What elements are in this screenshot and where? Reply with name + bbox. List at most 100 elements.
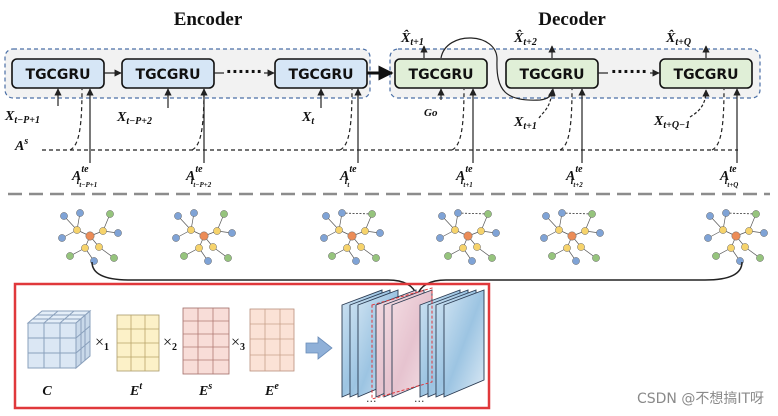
graph-snapshot-2 xyxy=(172,209,236,265)
graph-node xyxy=(228,229,236,237)
encoder-cell-2: TGCGRU xyxy=(121,58,215,89)
graph-node xyxy=(558,209,566,217)
graph-node xyxy=(719,226,727,234)
svg-text:Xt+Q−1: Xt+Q−1 xyxy=(653,114,690,131)
graph-node xyxy=(563,244,571,252)
svg-text:×2: ×2 xyxy=(163,334,177,353)
mode-product-3: ×3 xyxy=(231,334,245,353)
graph-node xyxy=(468,257,476,265)
graph-node xyxy=(224,254,232,262)
factor-matrix-ee xyxy=(249,308,295,372)
graph-node xyxy=(328,252,336,260)
graph-node xyxy=(187,226,195,234)
static-adjacency-label: As xyxy=(14,136,28,154)
temporal-adjacency-arrows xyxy=(86,88,741,163)
svg-text:TGCGRU: TGCGRU xyxy=(136,67,201,83)
encoder-cell-3: TGCGRU xyxy=(274,58,368,89)
encoder-input-arrows xyxy=(54,88,325,108)
graph-snapshot-4 xyxy=(436,209,500,265)
graph-node xyxy=(320,234,328,242)
graph-node xyxy=(204,257,212,265)
input-x-t: Xt xyxy=(301,110,315,127)
graph-node xyxy=(174,212,182,220)
graph-node xyxy=(190,209,198,217)
graph-node xyxy=(376,229,384,237)
input-x-tq-1: Xt+Q−1 xyxy=(653,114,690,131)
graph-node xyxy=(752,210,760,218)
decoder-input-arrow-1 xyxy=(538,89,556,119)
watermark: CSDN @不想搞IT呀 xyxy=(636,391,764,407)
svg-text:Xt+1: Xt+1 xyxy=(513,115,537,132)
graph-node xyxy=(220,210,228,218)
input-x-t-p1: Xt−P+1 xyxy=(4,109,40,126)
curly-brace xyxy=(91,261,743,299)
graph-node xyxy=(745,227,753,235)
graph-node xyxy=(756,254,764,262)
graph-node xyxy=(95,243,103,251)
graph-node xyxy=(727,244,735,252)
decoder-cell-3: TGCGRU xyxy=(659,58,753,89)
graph-node xyxy=(172,234,180,242)
input-x-t-p2: Xt−P+2 xyxy=(116,110,152,127)
decoder-cell-1: TGCGRU xyxy=(394,58,488,89)
graph-node xyxy=(110,254,118,262)
svg-text:TGCGRU: TGCGRU xyxy=(26,67,91,83)
graph-node xyxy=(731,231,741,241)
graph-node xyxy=(596,229,604,237)
svg-text:X̂t+Q: X̂t+Q xyxy=(665,29,691,48)
factor-matrix-es xyxy=(182,307,230,375)
adjacency-tensor-slices xyxy=(341,287,485,400)
svg-text:TGCGRU: TGCGRU xyxy=(674,67,739,83)
graph-node xyxy=(741,243,749,251)
input-x-t1: Xt+1 xyxy=(513,115,537,132)
slices-ellipsis-2: ... xyxy=(414,392,425,405)
graph-node xyxy=(335,226,343,234)
graph-snapshot-5 xyxy=(540,209,604,265)
graph-node xyxy=(760,229,768,237)
graph-node xyxy=(60,212,68,220)
graph-node xyxy=(361,227,369,235)
svg-text:TGCGRU: TGCGRU xyxy=(520,67,585,83)
decoder-ellipsis: ······ xyxy=(611,62,647,81)
graph-node xyxy=(473,243,481,251)
graph-node xyxy=(199,231,209,241)
graph-node xyxy=(436,234,444,242)
output-xhat-tq: X̂t+Q xyxy=(665,29,691,48)
svg-text:×1: ×1 xyxy=(95,334,109,353)
go-label: Go xyxy=(424,107,438,119)
factor-es-label: Es xyxy=(198,381,212,399)
svg-text:Xt−P+1: Xt−P+1 xyxy=(4,109,40,126)
decoder-input-arrow-2 xyxy=(689,89,710,118)
svg-text:Xt: Xt xyxy=(301,110,315,127)
graph-node xyxy=(209,243,217,251)
graph-node xyxy=(484,210,492,218)
graph-snapshots xyxy=(58,209,768,265)
mode-product-2: ×2 xyxy=(163,334,177,353)
result-arrow xyxy=(305,336,333,360)
tensor-decomposition-frame xyxy=(13,282,491,410)
graph-node xyxy=(704,234,712,242)
graph-node xyxy=(195,244,203,252)
graph-node xyxy=(99,227,107,235)
graph-node xyxy=(213,227,221,235)
graph-node xyxy=(347,231,357,241)
svg-text:Et: Et xyxy=(129,381,143,399)
core-tensor-cube xyxy=(26,309,92,370)
graph-node xyxy=(548,252,556,260)
encoder-ellipsis: ······ xyxy=(226,62,262,81)
mode-product-1: ×1 xyxy=(95,334,109,353)
factor-matrix-et xyxy=(116,314,160,372)
graph-node xyxy=(85,231,95,241)
svg-text:TGCGRU: TGCGRU xyxy=(409,67,474,83)
graph-node xyxy=(106,210,114,218)
graph-node xyxy=(438,212,446,220)
